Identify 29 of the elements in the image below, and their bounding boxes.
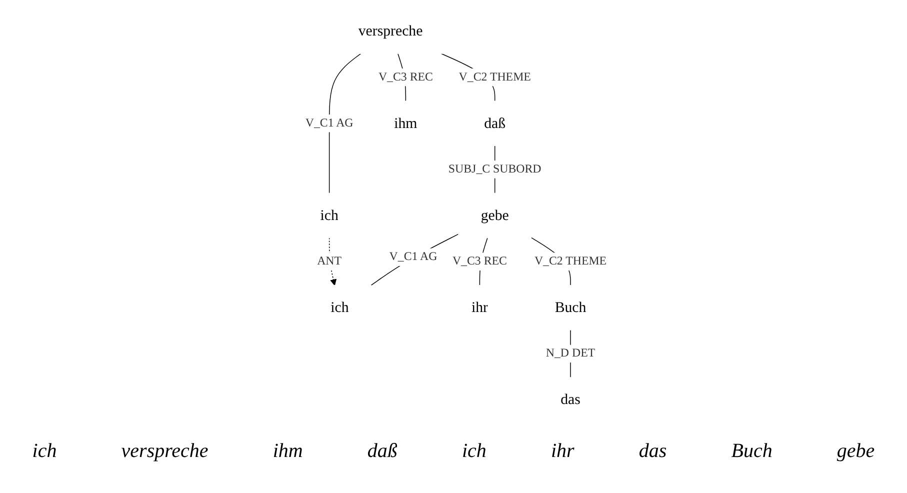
edge-label: SUBJ_C SUBORD (448, 162, 542, 175)
node-text: ihm (394, 114, 418, 132)
connector (329, 52, 362, 194)
node-text: das (560, 391, 581, 408)
node-text: ich (330, 298, 350, 316)
edge-label: V_C2 THEME (534, 254, 607, 267)
node-text: daß (484, 114, 506, 132)
word-label: Buch (731, 440, 772, 463)
node-text: ihr (472, 298, 488, 316)
edge-label: V_C3 REC (452, 254, 508, 267)
edge-label: V_C2 THEME (459, 70, 532, 83)
word-label: ich (32, 440, 57, 463)
word-label: das (638, 440, 667, 463)
node-text: verspreche (358, 22, 423, 39)
node-text: gebe (481, 206, 510, 224)
word-label: verspreche (121, 440, 208, 463)
edge-label: ANT (317, 254, 342, 267)
word-label: daß (367, 440, 398, 463)
connector (370, 233, 460, 286)
node-text: Buch (555, 298, 586, 316)
word-label: ihm (272, 440, 303, 463)
edge-label: V_C3 REC (378, 70, 434, 83)
word-label: ich (462, 440, 486, 463)
edge-label: V_C1 AG (306, 116, 354, 129)
word-label: gebe (836, 440, 875, 463)
edge-label: V_C1 AG (390, 250, 438, 263)
word-label: ihr (550, 440, 574, 463)
node-text: ich (320, 206, 339, 224)
edge-label: N_D DET (546, 346, 596, 360)
